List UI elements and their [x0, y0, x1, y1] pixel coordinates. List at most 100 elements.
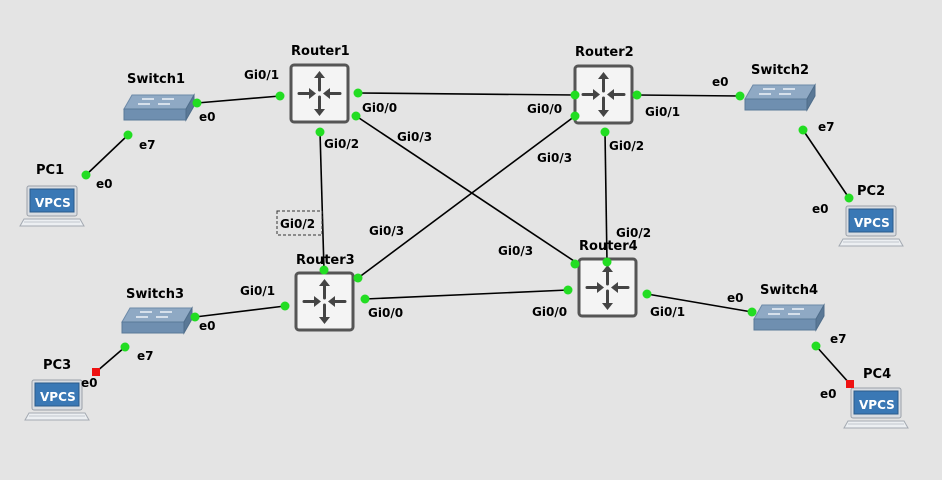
pc4-label: PC4 [863, 367, 891, 382]
port-label: e0 [199, 110, 216, 124]
router2[interactable]: Router2 [573, 45, 634, 125]
port-label: Gi0/2 [616, 226, 651, 240]
port-label: e7 [139, 138, 156, 152]
port-up-indicator [190, 312, 200, 322]
port-up-indicator [123, 130, 133, 140]
link-switch3-router3[interactable] [194, 305, 286, 318]
port-up-indicator [735, 91, 745, 101]
port-label: Gi0/2 [324, 137, 359, 151]
port-label: e0 [820, 387, 837, 401]
port-down-indicator [92, 368, 100, 376]
pc4[interactable]: VPCS PC4 [843, 367, 909, 429]
link-router2-router3[interactable] [357, 115, 576, 279]
switch-icon [744, 84, 816, 111]
router3[interactable]: Router3 [294, 253, 355, 332]
port-up-indicator [642, 289, 652, 299]
port-label: Gi0/1 [650, 305, 685, 319]
port-label: e0 [96, 177, 113, 191]
pc3-label: PC3 [43, 358, 71, 373]
port-up-indicator [351, 111, 361, 121]
pc1-label: PC1 [36, 163, 64, 178]
port-up-indicator [747, 307, 757, 317]
router4-label: Router4 [579, 239, 638, 254]
port-label: e7 [137, 349, 154, 363]
link-router1-router4[interactable] [355, 115, 581, 266]
port-up-indicator [192, 98, 202, 108]
port-indicators [81, 88, 854, 388]
switch-icon [123, 94, 195, 121]
port-up-indicator [602, 257, 612, 267]
router2-label: Router2 [575, 45, 634, 60]
link-router2-switch2[interactable] [636, 94, 741, 97]
pc1[interactable]: VPCS PC1 [19, 163, 85, 227]
pc1-screen-text: VPCS [35, 196, 71, 210]
port-up-indicator [360, 294, 370, 304]
pc2[interactable]: VPCS PC2 [838, 184, 904, 247]
port-label: Gi0/3 [369, 224, 404, 238]
pc2-screen-text: VPCS [854, 216, 890, 230]
switch2-label: Switch2 [751, 63, 809, 78]
pc3[interactable]: VPCS PC3 [24, 358, 90, 421]
switch4[interactable]: Switch4 [753, 283, 825, 331]
port-up-indicator [632, 90, 642, 100]
port-label: Gi0/0 [362, 101, 397, 115]
pc2-label: PC2 [857, 184, 885, 199]
port-up-indicator [275, 91, 285, 101]
links-layer [85, 92, 851, 385]
router1[interactable]: Router1 [289, 44, 350, 124]
link-switch1-pc1[interactable] [85, 134, 129, 176]
port-label: Gi0/3 [498, 244, 533, 258]
link-switch3-pc3[interactable] [95, 346, 126, 373]
port-up-indicator [563, 285, 573, 295]
port-label: e7 [830, 332, 847, 346]
link-router1-router3[interactable] [319, 131, 325, 271]
router4[interactable]: Router4 [577, 239, 638, 318]
port-label: e0 [81, 376, 98, 390]
port-up-indicator [81, 170, 91, 180]
port-up-indicator [120, 342, 130, 352]
switch3-label: Switch3 [126, 287, 184, 302]
switch1-label: Switch1 [127, 72, 185, 87]
switch1[interactable]: Switch1 [123, 72, 195, 121]
port-up-indicator [315, 127, 325, 137]
link-router1-router2[interactable] [357, 92, 576, 96]
port-label: Gi0/0 [368, 306, 403, 320]
pc3-screen-text: VPCS [40, 390, 76, 404]
switch-icon [753, 304, 825, 331]
link-router3-router4[interactable] [364, 289, 569, 300]
port-label: Gi0/3 [397, 130, 432, 144]
selected-port-label-frame[interactable] [276, 210, 323, 236]
port-down-indicator [846, 380, 854, 388]
switch3[interactable]: Switch3 [121, 287, 193, 334]
port-label: e0 [812, 202, 829, 216]
link-router2-router4[interactable] [604, 131, 608, 263]
router-icon [573, 64, 634, 125]
port-up-indicator [844, 193, 854, 203]
port-up-indicator [600, 127, 610, 137]
port-label: Gi0/1 [240, 284, 275, 298]
switch4-label: Switch4 [760, 283, 818, 298]
port-label: Gi0/0 [532, 305, 567, 319]
port-label: Gi0/0 [527, 102, 562, 116]
port-labels: e0 e7 e0 Gi0/1 Gi0/0 Gi0/2 Gi0/3 Gi0/0 G… [81, 68, 847, 401]
link-router4-switch4[interactable] [646, 293, 753, 313]
port-label: Gi0/3 [537, 151, 572, 165]
port-label: Gi0/1 [645, 105, 680, 119]
switch2[interactable]: Switch2 [744, 63, 816, 111]
switch-icon [121, 307, 193, 334]
link-switch2-pc2[interactable] [802, 129, 850, 199]
port-label: e0 [727, 291, 744, 305]
port-up-indicator [570, 90, 580, 100]
link-switch4-pc4[interactable] [815, 345, 851, 385]
router1-label: Router1 [291, 44, 350, 59]
port-label: Gi0/2 [609, 139, 644, 153]
port-up-indicator [353, 273, 363, 283]
router3-label: Router3 [296, 253, 355, 268]
router-icon [294, 271, 355, 332]
link-switch1-router1[interactable] [196, 95, 281, 104]
router-icon [577, 257, 638, 318]
port-up-indicator [280, 301, 290, 311]
port-label: Gi0/2 [280, 217, 315, 231]
router-icon [289, 63, 350, 124]
